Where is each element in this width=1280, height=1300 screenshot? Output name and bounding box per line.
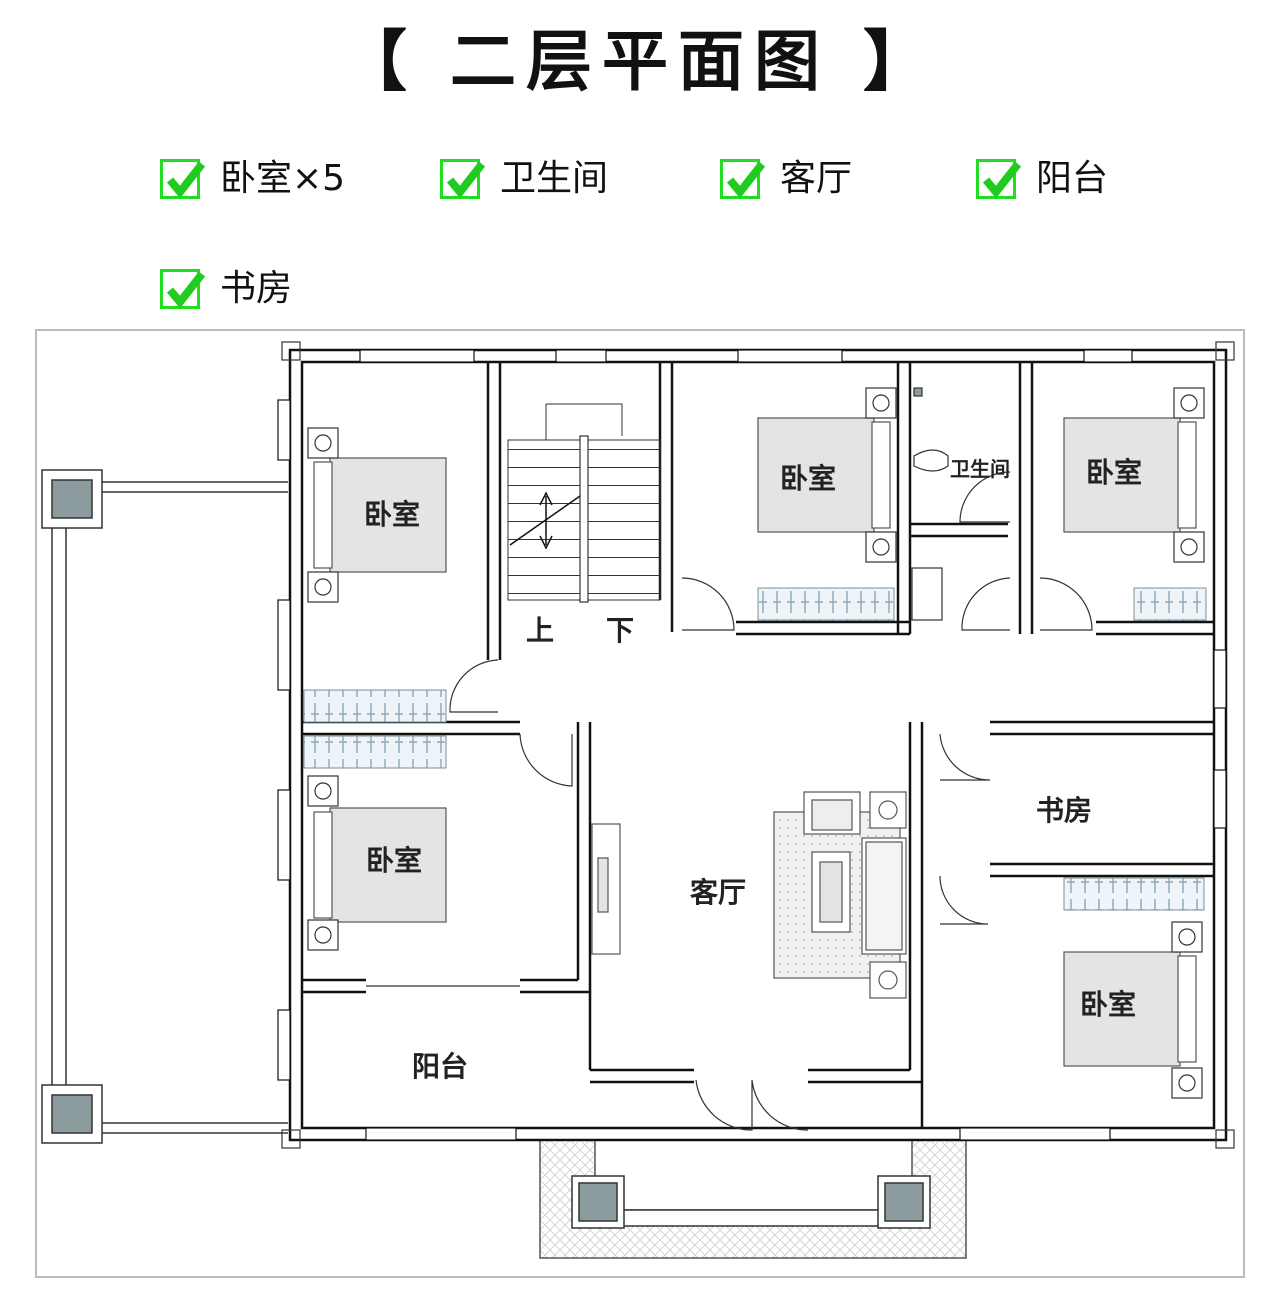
- feature-label: 阳台: [1036, 158, 1109, 199]
- bed: [1063, 417, 1181, 533]
- feature-label: 卧室×5: [220, 158, 346, 199]
- feature-label: 书房: [220, 268, 293, 309]
- check-icon: [160, 269, 205, 309]
- stair-down-label: 下: [606, 614, 634, 647]
- living-room-furniture: [591, 791, 907, 999]
- bed: [757, 417, 875, 533]
- page-title: 【 二层平面图 】: [341, 23, 939, 100]
- room-label-bedroom: 卧室: [366, 844, 422, 877]
- room-label-balcony: 阳台: [412, 1050, 468, 1083]
- check-icon: [976, 159, 1021, 199]
- bed: [1063, 951, 1181, 1067]
- room-label-bedroom: 卧室: [780, 462, 836, 495]
- feature-bathroom: 卫生间: [440, 154, 608, 204]
- stair-up-label: 上: [526, 614, 554, 647]
- room-label-study: 书房: [1036, 794, 1092, 827]
- room-label-bathroom: 卫生间: [950, 457, 1010, 481]
- staircase: 上 下: [507, 403, 661, 647]
- windows: [277, 349, 1227, 1141]
- corner-columns: [281, 341, 1235, 1149]
- frame: [35, 329, 1245, 1278]
- pillars: [41, 469, 931, 1229]
- nightstands: [307, 387, 1205, 1099]
- room-label-bedroom: 卧室: [364, 498, 420, 531]
- feature-label: 卫生间: [500, 158, 609, 199]
- check-icon: [440, 159, 485, 199]
- bathroom-fixtures: [911, 387, 949, 621]
- feature-balcony: 阳台: [976, 154, 1108, 204]
- feature-label: 客厅: [780, 158, 853, 199]
- room-label-living-room: 客厅: [690, 876, 746, 909]
- doors: [449, 471, 1093, 1131]
- feature-bedroom: 卧室×5: [160, 154, 345, 204]
- beds: [313, 417, 1197, 1067]
- check-icon: [160, 159, 205, 199]
- terrace-railing: [51, 481, 288, 1134]
- check-icon: [720, 159, 765, 199]
- room-label-bedroom: 卧室: [1080, 988, 1136, 1021]
- room-label-bedroom: 卧室: [1086, 456, 1142, 489]
- feature-living-room: 客厅: [720, 154, 852, 204]
- feature-study: 书房: [160, 264, 292, 314]
- wardrobes: [303, 587, 1207, 911]
- bed: [329, 457, 447, 573]
- bed: [329, 807, 447, 923]
